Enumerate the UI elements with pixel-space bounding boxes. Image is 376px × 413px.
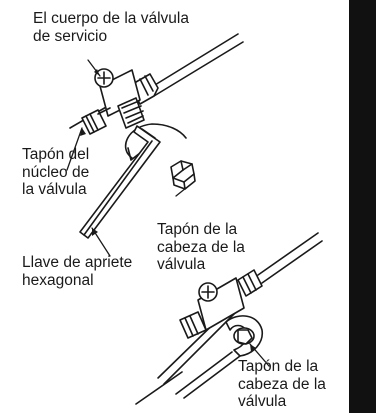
side-bar [349,0,376,413]
top-valve-body [81,68,159,135]
service-valve-body-label: El cuerpo de la válvula de servicio [33,10,189,45]
leader-arrowheads [80,69,256,352]
hex-wrench-label: Llave de apriete hexagonal [22,254,133,289]
valve-head-cap-bottom-label: Tapón de la cabeza de la válvula [238,358,326,410]
open-end-wrench [175,315,264,399]
hex-cap-top [170,160,196,190]
valve-core-cap-label: Tapón del núcleo de la válvula [22,146,90,198]
hex-wrench [79,125,161,239]
valve-head-cap-top-label: Tapón de la cabeza de la válvula [157,221,245,273]
bottom-valve-body [179,269,263,339]
